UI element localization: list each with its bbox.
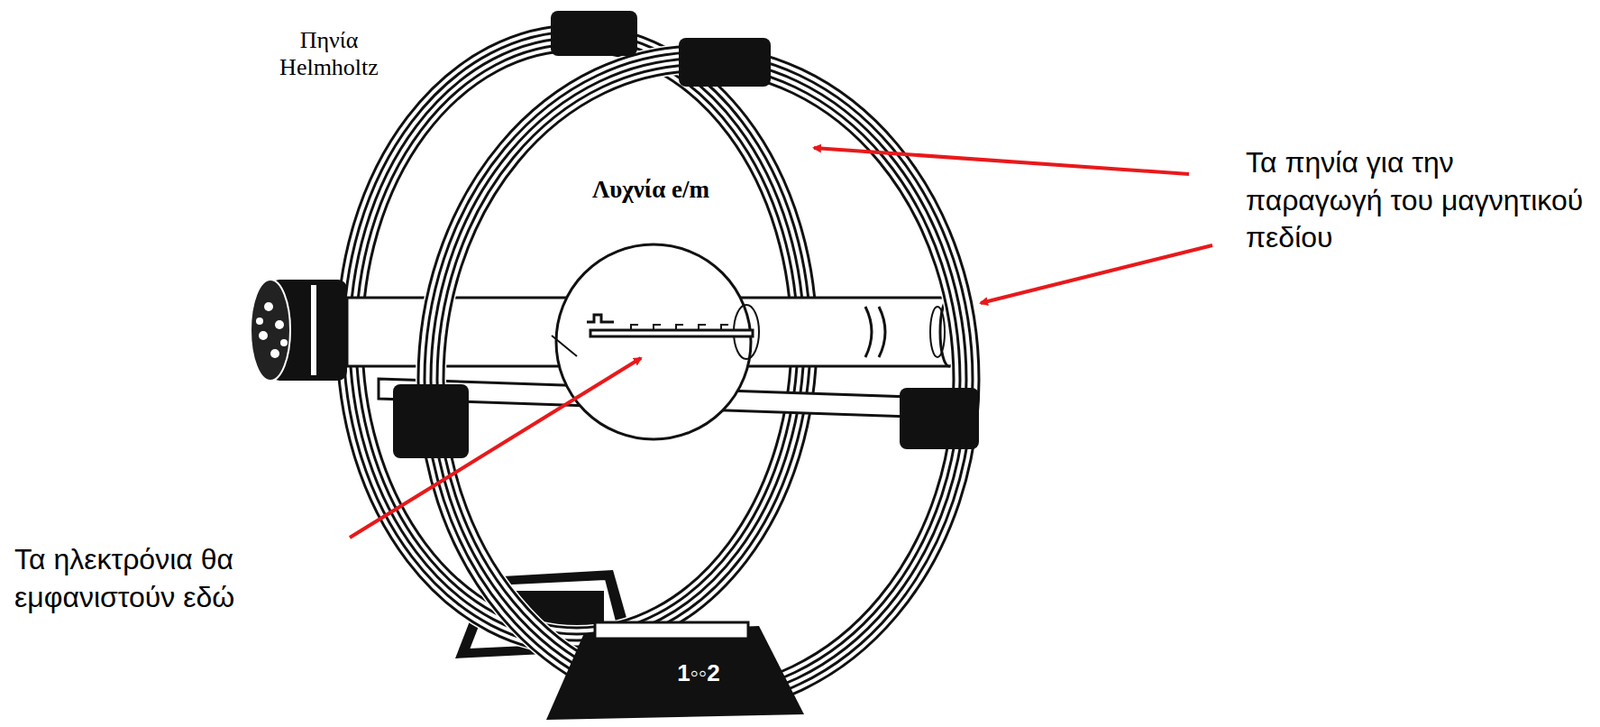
e-m-lamp-bulb: [556, 244, 751, 439]
callout-text: Τα πηνία για την παραγωγή του μαγνητικού…: [1245, 144, 1593, 257]
leader-arrow: [349, 147, 1213, 538]
electron-gun-socket: [274, 320, 284, 330]
back-helmholtz-coil: [343, 31, 811, 647]
lamp-tube: [734, 297, 950, 366]
coil-clamp: [393, 10, 979, 458]
back-helmholtz-coil: [337, 25, 817, 653]
lamp-tube: [878, 306, 886, 357]
electron-gun-socket: [280, 338, 288, 347]
callout-text: Τα ηλεκτρόνια θα εμφανιστούν εδώ: [14, 540, 339, 616]
electron-gun-socket: [250, 279, 348, 381]
front-base: [546, 621, 805, 720]
front-helmholtz-coil: [430, 58, 967, 701]
electron-gun-socket: [258, 330, 268, 340]
electron-gun-socket: [250, 279, 291, 381]
lamp-tube: [347, 297, 573, 366]
coil-clamp: [393, 384, 469, 458]
lamp-tube: [865, 306, 872, 357]
back-helmholtz-coil: [337, 25, 817, 653]
electron-gun-socket: [256, 317, 264, 325]
electron-gun-socket: [270, 348, 280, 358]
coil-label: Πηνία Helmholtz: [247, 27, 411, 82]
e-m-lamp-bulb: [551, 244, 759, 439]
front-helmholtz-coil: [418, 45, 979, 714]
coil-clamp: [550, 10, 638, 56]
electron-gun-socket: [264, 301, 274, 311]
base-number: 1◦◦2: [630, 659, 767, 686]
e-m-lamp-bulb: [586, 314, 614, 322]
front-base: [594, 621, 749, 639]
front-helmholtz-coil: [424, 52, 973, 707]
leader-arrow: [813, 147, 1189, 174]
leader-arrow: [980, 245, 1213, 303]
e-m-lamp-bulb: [590, 329, 753, 337]
lamp-label: Λυχνία e/m: [560, 176, 741, 204]
coil-clamp: [899, 387, 979, 449]
front-base: [546, 625, 805, 720]
e-m-lamp-bulb: [630, 324, 729, 330]
front-helmholtz-coil: [437, 64, 960, 695]
front-helmholtz-coil: [443, 71, 954, 688]
front-helmholtz-coil: [418, 45, 979, 714]
lamp-tube: [930, 306, 945, 357]
electron-gun-socket: [310, 284, 317, 375]
coil-clamp: [678, 37, 771, 87]
leader-arrow: [349, 357, 641, 538]
e-m-lamp-bulb: [551, 335, 577, 357]
front-helmholtz-coil: [430, 58, 967, 701]
